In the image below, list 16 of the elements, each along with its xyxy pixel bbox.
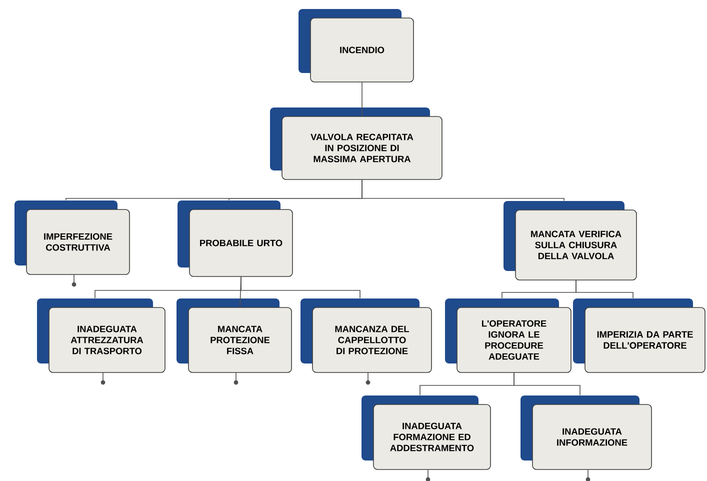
process-box: INADEGUATA ATTREZZATURA DI TRASPORTO [37,298,166,373]
process-box: MANCATA VERIFICA SULLA CHIUSURA DELLA VALVOLA [504,201,637,280]
process-box: INADEGUATA FORMAZIONE ED ADDESTRAMENTO [362,396,491,470]
connector-line [576,280,634,298]
process-box: PROBABILE URTO [178,200,293,277]
connector-line [514,372,580,396]
connector-line [240,276,360,298]
process-box: IMPERIZIA DA PARTE DELL'OPERATORE [573,298,706,373]
process-box: INADEGUATA INFORMAZIONE [520,396,652,470]
connector-line [362,180,564,201]
process-box: IMPERFEZIONE COSTRUTTIVA [14,200,130,275]
process-box: L'OPERATORE IGNORA LE PROCEDURE ADEGUATE [445,298,572,373]
process-box: MANCANZA DEL CAPPELLOTTO DI PROTEZIONE [300,298,432,373]
process-box: MANCATA PROTEZIONE FISSA [176,298,292,373]
process-box: VALVOLA RECAPITATA IN POSIZIONE DI MASSIMA APERTURA [270,108,442,180]
process-box: INCENDIO [298,9,414,82]
